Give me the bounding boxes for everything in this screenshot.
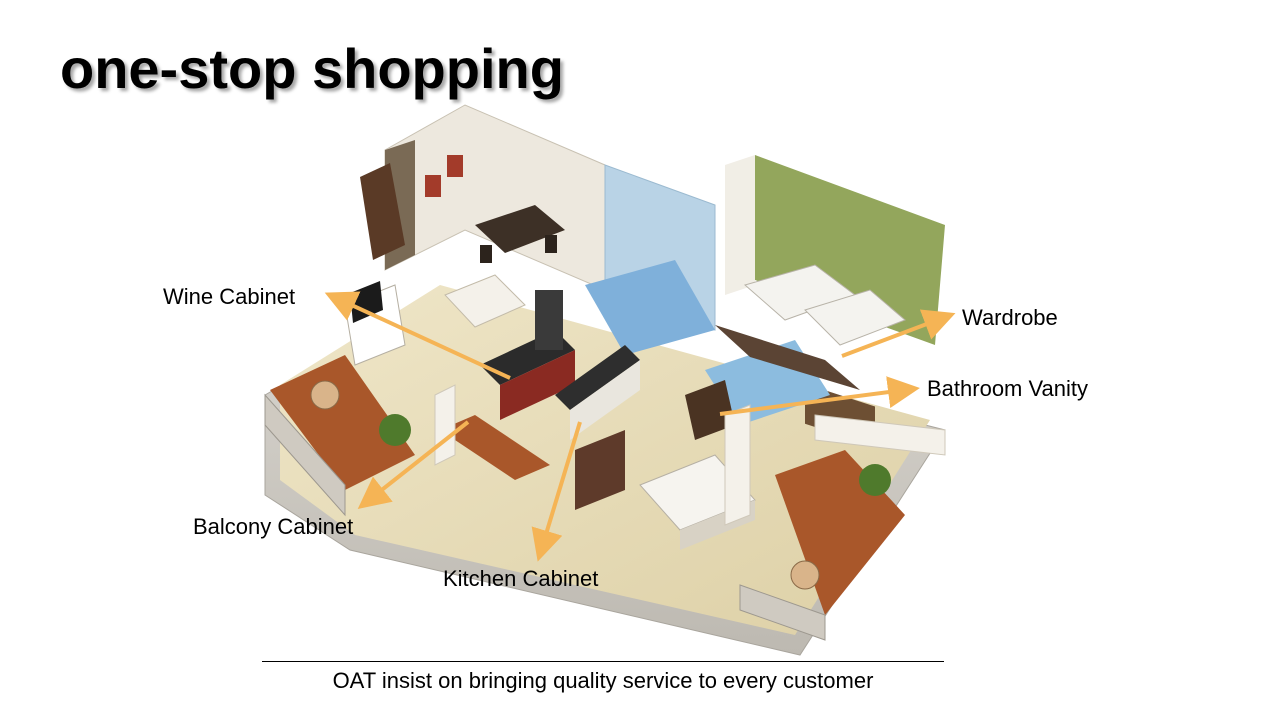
fridge <box>535 290 563 350</box>
kitchen-island <box>555 345 640 410</box>
balcony-right-rail <box>739 584 826 641</box>
label-balcony-cabinet: Balcony Cabinet <box>193 514 354 539</box>
wardrobe-unit <box>715 325 860 390</box>
balcony-right-table <box>790 560 820 590</box>
label-bathroom-vanity: Bathroom Vanity <box>927 376 1089 401</box>
floor-plan-illustration <box>264 104 946 656</box>
bedroom-side-wall <box>725 155 755 295</box>
label-wine-cabinet: Wine Cabinet <box>163 284 296 309</box>
balcony-right-plant <box>859 464 891 496</box>
balcony-left-rail <box>264 393 346 517</box>
bathroom-tile-floor <box>585 260 715 355</box>
balcony-left-plant <box>379 414 411 446</box>
wall-divider-3 <box>814 414 946 456</box>
dining-table <box>475 205 565 253</box>
balcony-left-table <box>310 380 340 410</box>
wall-divider-2 <box>724 404 751 526</box>
label-kitchen-cabinet: Kitchen Cabinet <box>443 566 599 591</box>
shelving <box>575 430 625 510</box>
bedroom-green-wall <box>755 155 945 345</box>
footer-divider <box>262 661 944 662</box>
door-frame <box>360 163 405 260</box>
wall-living-back <box>384 104 606 291</box>
slide-title: one-stop shopping <box>60 37 564 100</box>
kitchen-island-front <box>570 360 640 440</box>
footer-text: OAT insist on bringing quality service t… <box>332 668 874 693</box>
wall-divider-1 <box>434 384 456 466</box>
label-wardrobe: Wardrobe <box>962 305 1058 330</box>
kitchen-counter-front <box>500 350 575 420</box>
